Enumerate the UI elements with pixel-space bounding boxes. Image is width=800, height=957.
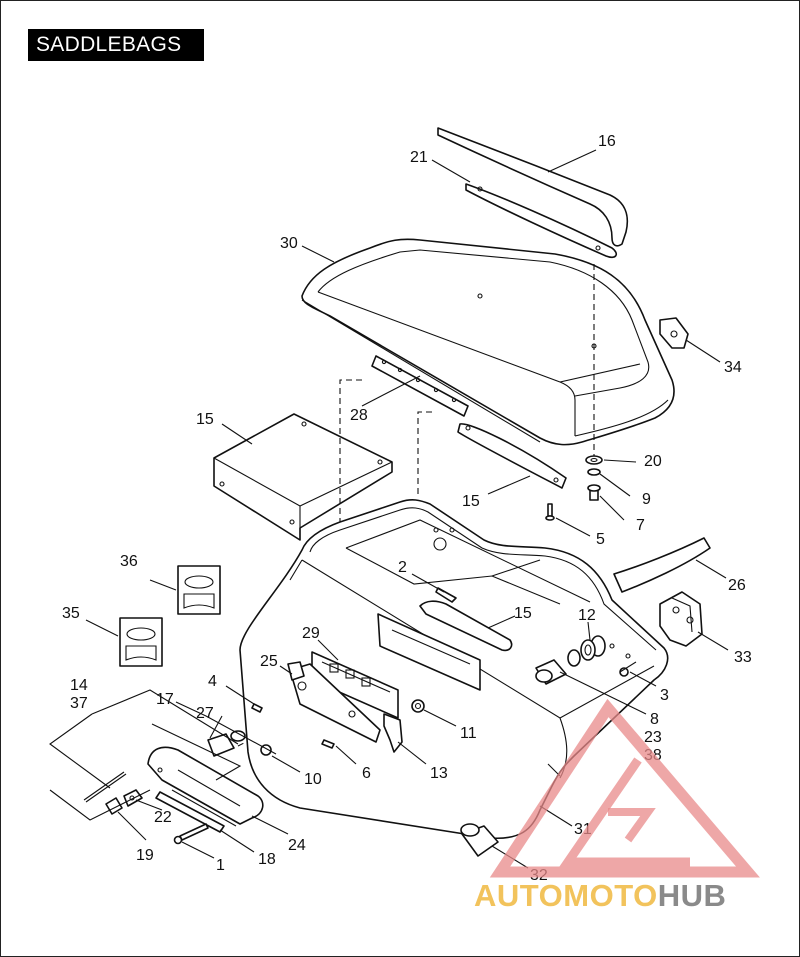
part-8-plug: [535, 659, 567, 685]
leader-lines: [49, 149, 729, 869]
part-4-screw: [251, 703, 263, 713]
svg-text:AUTOMOTOHUB: AUTOMOTOHUB: [474, 878, 726, 913]
part-28-hinge-strip: [371, 355, 469, 417]
callout-26: 26: [728, 577, 746, 594]
part-15-lid-strap: [457, 423, 567, 489]
part-2-screw: [435, 587, 457, 603]
callout-15-flap: 15: [196, 411, 214, 428]
part-18-plate: [155, 791, 225, 833]
callout-2: 2: [398, 559, 407, 576]
watermark-text-hub: HUB: [658, 878, 727, 913]
part-15-flap: [213, 413, 393, 541]
callout-20: 20: [644, 453, 662, 470]
callout-1: 1: [216, 857, 225, 874]
callout-15-inner: 15: [514, 605, 532, 622]
callout-10: 10: [304, 771, 322, 788]
callout-5: 5: [596, 531, 605, 548]
callout-28: 28: [350, 407, 368, 424]
part-14-37-cable: [83, 771, 127, 803]
part-1-screw: [173, 823, 209, 845]
part-34-bumper: [659, 317, 689, 349]
callout-14: 14: [70, 677, 88, 694]
page-title: SADDLEBAGS: [28, 29, 204, 61]
callout-30: 30: [280, 235, 298, 252]
callout-34: 34: [724, 359, 742, 376]
callout-9: 9: [642, 491, 651, 508]
part-30-lid: [301, 238, 675, 446]
watermark-logo: AUTOMOTOHUB: [474, 698, 760, 913]
callout-35: 35: [62, 605, 80, 622]
part-19-clip: [105, 797, 123, 815]
part-26-trim: [613, 537, 711, 593]
callout-36: 36: [120, 553, 138, 570]
part-35-decal: [119, 617, 163, 667]
hardware-washers-screws: [545, 455, 603, 521]
part-12-grommets: [567, 635, 606, 667]
callout-22: 22: [154, 809, 172, 826]
callout-4: 4: [208, 673, 217, 690]
callout-27: 27: [196, 705, 214, 722]
callout-8: 8: [650, 711, 659, 728]
part-15-inner-strap: [419, 600, 513, 652]
callout-3: 3: [660, 687, 669, 704]
part-16-top-trim: [437, 127, 629, 247]
callout-13: 13: [430, 765, 448, 782]
part-6-screw: [321, 739, 335, 749]
part-27-lock-cylinder: [207, 730, 246, 757]
part-32-bushing: [460, 823, 499, 857]
callout-19: 19: [136, 847, 154, 864]
part-25-clip: [287, 661, 305, 681]
part-24-handle-bracket: [147, 746, 264, 827]
callout-11: 11: [460, 725, 477, 742]
callout-15-strap: 15: [462, 493, 480, 510]
part-3-screw: [619, 661, 637, 677]
callout-29: 29: [302, 625, 320, 642]
callout-23: 23: [644, 729, 662, 746]
part-21-trim-plate: [465, 183, 618, 259]
callout-6: 6: [362, 765, 371, 782]
callout-21: 21: [410, 149, 428, 166]
callout-7: 7: [636, 517, 645, 534]
part-36-decal: [177, 565, 221, 615]
part-11-nut: [411, 699, 425, 713]
part-33-bracket: [659, 591, 703, 647]
callout-16: 16: [598, 133, 616, 150]
callout-37: 37: [70, 695, 88, 712]
callout-25: 25: [260, 653, 278, 670]
callout-17: 17: [156, 691, 174, 708]
callout-12: 12: [578, 607, 596, 624]
watermark-text-auto: AUTOMOTO: [474, 878, 658, 913]
callout-24: 24: [288, 837, 306, 854]
callout-18: 18: [258, 851, 276, 868]
part-13-lever: [383, 713, 403, 753]
part-29-latch: [289, 613, 481, 743]
callout-33: 33: [734, 649, 752, 666]
